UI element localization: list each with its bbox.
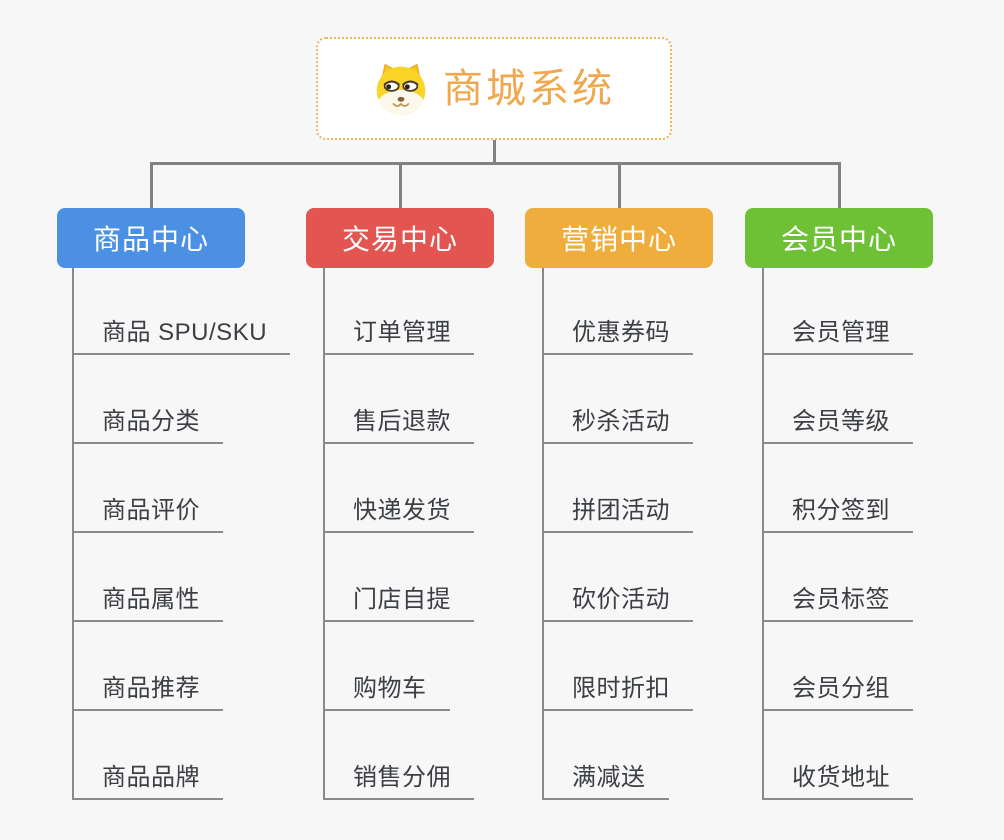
leaf-node[interactable]: 门店自提 <box>323 579 474 622</box>
list-item: 商品品牌 <box>72 711 290 800</box>
leaf-node[interactable]: 商品 SPU/SKU <box>72 312 291 355</box>
leaf-node[interactable]: 会员分组 <box>762 668 913 711</box>
leaf-node[interactable]: 秒杀活动 <box>542 401 693 444</box>
connector-drop-member <box>838 162 841 209</box>
leaf-node[interactable]: 会员管理 <box>762 312 913 355</box>
list-item: 会员分组 <box>762 622 913 711</box>
leaf-node[interactable]: 积分签到 <box>762 490 913 533</box>
list-item: 商品分类 <box>72 355 290 444</box>
leaf-node[interactable]: 会员等级 <box>762 401 913 444</box>
leaf-node[interactable]: 满减送 <box>542 757 669 800</box>
leaf-node[interactable]: 砍价活动 <box>542 579 693 622</box>
branch-items-member-center: 会员管理 会员等级 积分签到 会员标签 会员分组 收货地址 <box>762 268 913 800</box>
list-item: 商品 SPU/SKU <box>72 268 291 355</box>
trunk-marketing-center <box>542 268 544 800</box>
leaf-node[interactable]: 商品评价 <box>72 490 223 533</box>
list-item: 售后退款 <box>323 355 474 444</box>
list-item: 快递发货 <box>323 444 474 533</box>
list-item: 秒杀活动 <box>542 355 693 444</box>
branch-head-trade-center[interactable]: 交易中心 <box>306 208 494 268</box>
leaf-node[interactable]: 优惠券码 <box>542 312 693 355</box>
leaf-node[interactable]: 会员标签 <box>762 579 913 622</box>
branch-items-product-center: 商品 SPU/SKU 商品分类 商品评价 商品属性 商品推荐 商品品牌 <box>72 268 291 800</box>
doge-dog-icon <box>373 61 429 117</box>
connector-drop-trade <box>399 162 402 209</box>
branch-items-trade-center: 订单管理 售后退款 快递发货 门店自提 购物车 销售分佣 <box>323 268 474 800</box>
leaf-node[interactable]: 购物车 <box>323 668 450 711</box>
list-item: 砍价活动 <box>542 533 693 622</box>
list-item: 优惠券码 <box>542 268 693 355</box>
list-item: 订单管理 <box>323 268 474 355</box>
list-item: 积分签到 <box>762 444 913 533</box>
list-item: 会员标签 <box>762 533 913 622</box>
list-item: 限时折扣 <box>542 622 693 711</box>
list-item: 销售分佣 <box>323 711 474 800</box>
leaf-node[interactable]: 限时折扣 <box>542 668 693 711</box>
leaf-node[interactable]: 快递发货 <box>323 490 474 533</box>
leaf-node[interactable]: 商品分类 <box>72 401 223 444</box>
connector-drop-product <box>150 162 153 209</box>
list-item: 满减送 <box>542 711 693 800</box>
list-item: 购物车 <box>323 622 474 711</box>
branch-items-marketing-center: 优惠券码 秒杀活动 拼团活动 砍价活动 限时折扣 满减送 <box>542 268 693 800</box>
leaf-node[interactable]: 售后退款 <box>323 401 474 444</box>
leaf-node[interactable]: 订单管理 <box>323 312 474 355</box>
list-item: 商品推荐 <box>72 622 290 711</box>
branch-head-product-center[interactable]: 商品中心 <box>57 208 245 268</box>
trunk-product-center <box>72 268 74 800</box>
connector-horizontal-bar <box>150 162 841 165</box>
leaf-node[interactable]: 拼团活动 <box>542 490 693 533</box>
connector-drop-marketing <box>618 162 621 209</box>
list-item: 商品评价 <box>72 444 290 533</box>
trunk-member-center <box>762 268 764 800</box>
trunk-trade-center <box>323 268 325 800</box>
leaf-node[interactable]: 商品属性 <box>72 579 223 622</box>
root-node[interactable]: 商城系统 <box>316 37 672 140</box>
branch-head-marketing-center[interactable]: 营销中心 <box>525 208 713 268</box>
leaf-node[interactable]: 收货地址 <box>762 757 913 800</box>
branch-head-member-center[interactable]: 会员中心 <box>745 208 933 268</box>
root-title: 商城系统 <box>443 66 615 111</box>
list-item: 收货地址 <box>762 711 913 800</box>
list-item: 商品属性 <box>72 533 290 622</box>
leaf-node[interactable]: 销售分佣 <box>323 757 474 800</box>
list-item: 会员管理 <box>762 268 913 355</box>
leaf-node[interactable]: 商品推荐 <box>72 668 223 711</box>
connector-root-stub <box>493 138 496 165</box>
list-item: 拼团活动 <box>542 444 693 533</box>
list-item: 会员等级 <box>762 355 913 444</box>
list-item: 门店自提 <box>323 533 474 622</box>
leaf-node[interactable]: 商品品牌 <box>72 757 223 800</box>
